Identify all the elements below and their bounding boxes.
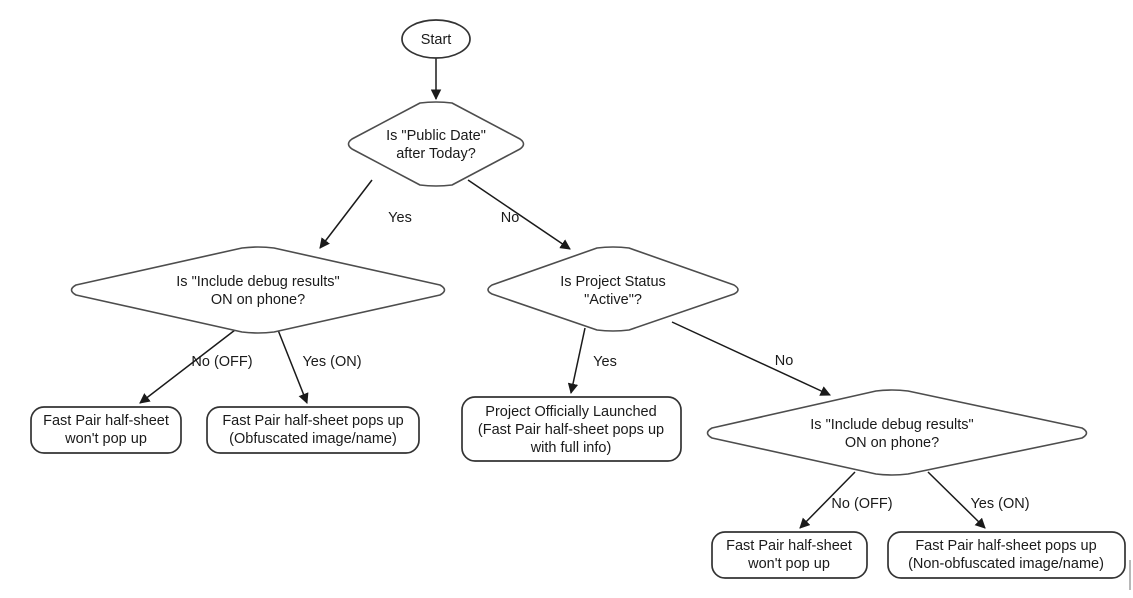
node-out-right-on[interactable]: Fast Pair half-sheet pops up (Non-obfusc… xyxy=(887,531,1126,579)
node-project-status-line1: Is Project Status xyxy=(560,274,666,290)
node-debug-right-line1: Is "Include debug results" xyxy=(810,417,973,433)
edge-label-public-date-no: No xyxy=(501,210,520,226)
out-left-off-shape xyxy=(30,406,182,454)
node-out-left-on-line1: Fast Pair half-sheet pops up xyxy=(222,413,403,429)
edge-label-public-date-yes: Yes xyxy=(388,210,412,226)
node-out-right-on-line2: (Non-obfuscated image/name) xyxy=(908,556,1104,572)
out-right-on-shape xyxy=(887,531,1126,579)
node-out-launched-line3: with full info) xyxy=(530,440,612,456)
edge-label-debug-right-off: No (OFF) xyxy=(831,496,892,512)
edge-label-debug-left-on: Yes (ON) xyxy=(302,354,361,370)
edge-project-status-no xyxy=(671,321,831,396)
node-out-launched-line2: (Fast Pair half-sheet pops up xyxy=(478,422,664,438)
node-out-right-off[interactable]: Fast Pair half-sheet won't pop up xyxy=(711,531,868,579)
node-out-launched[interactable]: Project Officially Launched (Fast Pair h… xyxy=(461,396,682,462)
node-out-left-on[interactable]: Fast Pair half-sheet pops up (Obfuscated… xyxy=(206,406,420,454)
edge-debug-right-on xyxy=(927,471,986,529)
public-date-diamond-shape xyxy=(347,101,525,187)
edges-layer: Yes No No (OFF) Yes (ON) Yes No No (OFF)… xyxy=(139,58,1030,529)
node-public-date-decision[interactable]: Is "Public Date" after Today? xyxy=(347,101,525,187)
node-debug-left-line2: ON on phone? xyxy=(211,292,305,308)
node-out-right-on-line1: Fast Pair half-sheet pops up xyxy=(915,538,1096,554)
node-public-date-line2: after Today? xyxy=(396,146,476,162)
node-out-left-off-line2: won't pop up xyxy=(64,431,147,447)
edge-debug-right-off xyxy=(799,471,856,529)
node-public-date-line1: Is "Public Date" xyxy=(386,128,486,144)
node-start[interactable]: Start xyxy=(401,19,471,59)
node-debug-left-decision[interactable]: Is "Include debug results" ON on phone? xyxy=(70,246,446,334)
edge-label-debug-left-off: No (OFF) xyxy=(191,354,252,370)
edge-public-date-no xyxy=(467,179,571,250)
project-status-diamond-shape xyxy=(487,246,739,332)
node-debug-right-line2: ON on phone? xyxy=(845,435,939,451)
debug-right-diamond-shape xyxy=(706,389,1088,476)
edge-debug-left-off xyxy=(139,329,236,404)
edge-label-project-status-no: No xyxy=(775,353,794,369)
edge-label-project-status-yes: Yes xyxy=(593,354,617,370)
debug-left-diamond-shape xyxy=(70,246,446,334)
edge-project-status-yes xyxy=(567,327,586,395)
node-out-launched-line1: Project Officially Launched xyxy=(485,404,656,420)
node-debug-left-line1: Is "Include debug results" xyxy=(176,274,339,290)
node-out-left-off-line1: Fast Pair half-sheet xyxy=(43,413,169,429)
node-project-status-line2: "Active"? xyxy=(584,292,642,308)
node-start-label: Start xyxy=(421,32,452,48)
out-left-on-shape xyxy=(206,406,420,454)
out-launched-shape xyxy=(461,396,682,462)
out-right-off-shape xyxy=(711,531,868,579)
edge-debug-left-on xyxy=(277,329,309,404)
node-project-status-decision[interactable]: Is Project Status "Active"? xyxy=(487,246,739,332)
start-ellipse-shape xyxy=(401,19,471,59)
node-out-left-on-line2: (Obfuscated image/name) xyxy=(229,431,397,447)
node-debug-right-decision[interactable]: Is "Include debug results" ON on phone? xyxy=(706,389,1088,476)
node-out-right-off-line1: Fast Pair half-sheet xyxy=(726,538,852,554)
node-out-left-off[interactable]: Fast Pair half-sheet won't pop up xyxy=(30,406,182,454)
edge-public-date-yes xyxy=(319,179,373,249)
node-out-right-off-line2: won't pop up xyxy=(747,556,830,572)
edge-label-debug-right-on: Yes (ON) xyxy=(970,496,1029,512)
